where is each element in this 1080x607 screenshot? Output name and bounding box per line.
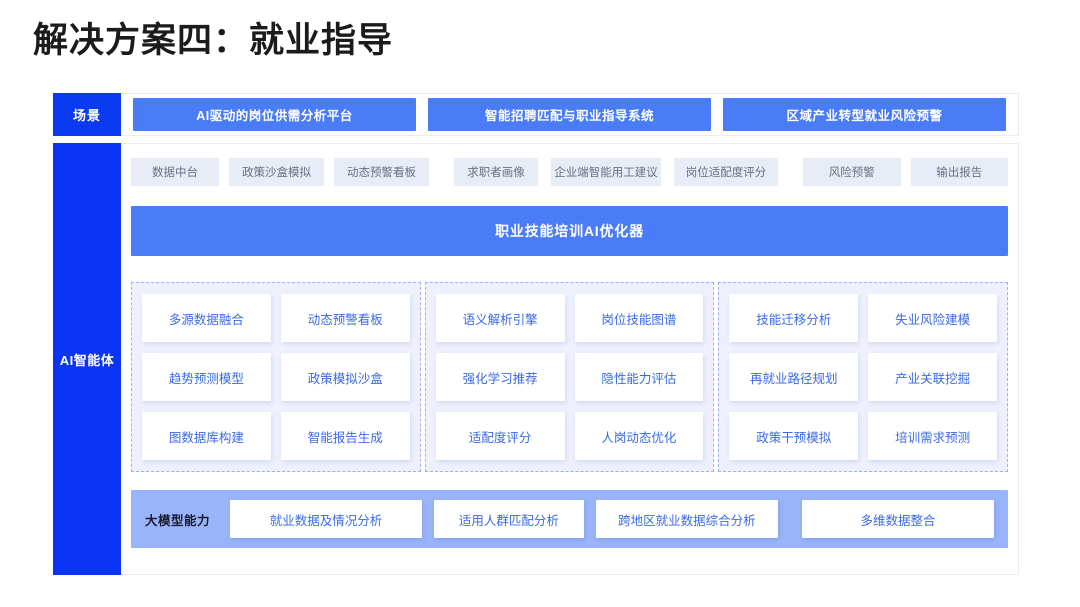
agent-card[interactable]: 人岗动态优化: [574, 412, 704, 460]
agent-card[interactable]: 政策干预模拟: [729, 412, 859, 460]
agent-card-group-2: 语义解析引擎 岗位技能图谱 强化学习推荐 隐性能力评估 适配度评分 人岗动态优化: [424, 282, 715, 472]
optimizer-banner[interactable]: 职业技能培训AI优化器: [131, 206, 1008, 256]
scenario-row: 场景 AI驱动的岗位供需分析平台 智能招聘匹配与职业指导系统 区域产业转型就业风…: [53, 93, 1019, 136]
agent-card[interactable]: 强化学习推荐: [435, 353, 565, 401]
agent-card[interactable]: 政策模拟沙盒: [280, 353, 410, 401]
capability-pill-data-midend[interactable]: 数据中台: [131, 158, 219, 186]
agent-card[interactable]: 图数据库构建: [142, 412, 271, 460]
agent-card[interactable]: 再就业路径规划: [729, 353, 859, 401]
agent-panel: 数据中台 政策沙盒模拟 动态预警看板 求职者画像 企业端智能用工建议 岗位适配度…: [121, 143, 1019, 575]
scenario-pill-2[interactable]: 智能招聘匹配与职业指导系统: [428, 98, 711, 131]
model-capability-label: 大模型能力: [145, 513, 211, 528]
agent-card[interactable]: 失业风险建模: [868, 294, 998, 342]
agent-card[interactable]: 培训需求预测: [868, 412, 998, 460]
agent-card-groups: 多源数据融合 动态预警看板 趋势预测模型 政策模拟沙盒 图数据库构建 智能报告生…: [131, 282, 1009, 472]
capability-pill-risk-warning[interactable]: 风险预警: [803, 158, 901, 186]
capability-pill-enterprise-advice[interactable]: 企业端智能用工建议: [551, 158, 661, 186]
page-title: 解决方案四：就业指导: [33, 21, 394, 60]
agent-card[interactable]: 动态预警看板: [280, 294, 410, 342]
model-capability-card[interactable]: 跨地区就业数据综合分析: [595, 500, 779, 538]
agent-card[interactable]: 隐性能力评估: [574, 353, 704, 401]
scenario-pill-3[interactable]: 区域产业转型就业风险预警: [723, 98, 1006, 131]
agent-card[interactable]: 技能迁移分析: [729, 294, 859, 342]
capability-pill-policy-sandbox[interactable]: 政策沙盒模拟: [229, 158, 324, 186]
capability-pill-job-fit-score[interactable]: 岗位适配度评分: [674, 158, 778, 186]
agent-card[interactable]: 多源数据融合: [142, 294, 271, 342]
agent-card[interactable]: 岗位技能图谱: [574, 294, 704, 342]
agent-row: AI智能体 数据中台 政策沙盒模拟 动态预警看板 求职者画像 企业端智能用工建议…: [53, 143, 1019, 575]
agent-card-group-3: 技能迁移分析 失业风险建模 再就业路径规划 产业关联挖掘 政策干预模拟 培训需求…: [718, 282, 1009, 472]
agent-card[interactable]: 适配度评分: [435, 412, 565, 460]
scenario-row-label: 场景: [53, 93, 121, 136]
capability-pill-jobseeker-profile[interactable]: 求职者画像: [454, 158, 538, 186]
model-capability-card[interactable]: 适用人群匹配分析: [433, 500, 584, 538]
scenario-pill-list: AI驱动的岗位供需分析平台 智能招聘匹配与职业指导系统 区域产业转型就业风险预警: [121, 93, 1019, 136]
agent-card-group-1: 多源数据融合 动态预警看板 趋势预测模型 政策模拟沙盒 图数据库构建 智能报告生…: [131, 282, 421, 472]
agent-card[interactable]: 趋势预测模型: [142, 353, 271, 401]
agent-row-label: AI智能体: [53, 143, 121, 575]
agent-card[interactable]: 智能报告生成: [280, 412, 410, 460]
agent-card[interactable]: 产业关联挖掘: [868, 353, 998, 401]
capability-pill-list: 数据中台 政策沙盒模拟 动态预警看板 求职者画像 企业端智能用工建议 岗位适配度…: [131, 158, 1008, 186]
agent-card[interactable]: 语义解析引擎: [435, 294, 565, 342]
capability-pill-dynamic-alert-board[interactable]: 动态预警看板: [334, 158, 429, 186]
model-capability-card[interactable]: 多维数据整合: [802, 500, 994, 538]
model-capability-band: 大模型能力 就业数据及情况分析 适用人群匹配分析 跨地区就业数据综合分析 多维数…: [131, 490, 1008, 548]
capability-pill-output-report[interactable]: 输出报告: [910, 158, 1008, 186]
model-capability-card[interactable]: 就业数据及情况分析: [230, 500, 422, 538]
scenario-pill-1[interactable]: AI驱动的岗位供需分析平台: [133, 98, 416, 131]
